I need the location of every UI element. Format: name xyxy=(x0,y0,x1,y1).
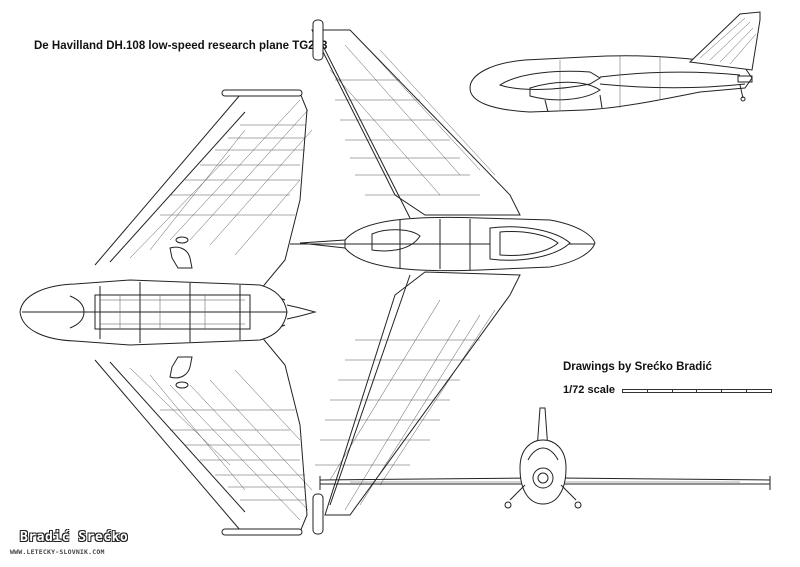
logo-name: Bradić Srećko xyxy=(20,530,129,545)
author-credit: Drawings by Srećko Bradić xyxy=(563,361,712,373)
front-view xyxy=(319,407,771,509)
top-view-left xyxy=(19,89,317,536)
bottom-view-center xyxy=(290,19,596,535)
scale-label: 1/72 scale xyxy=(563,384,615,396)
logo-url: WWW.LETECKY-SLOVNIK.COM xyxy=(10,548,105,556)
side-view xyxy=(469,11,761,113)
scale-bar xyxy=(622,389,772,393)
author-logo: Bradić Srećko WWW.LETECKY-SLOVNIK.COM xyxy=(6,530,156,560)
drawing-title: De Havilland DH.108 low-speed research p… xyxy=(34,40,328,52)
